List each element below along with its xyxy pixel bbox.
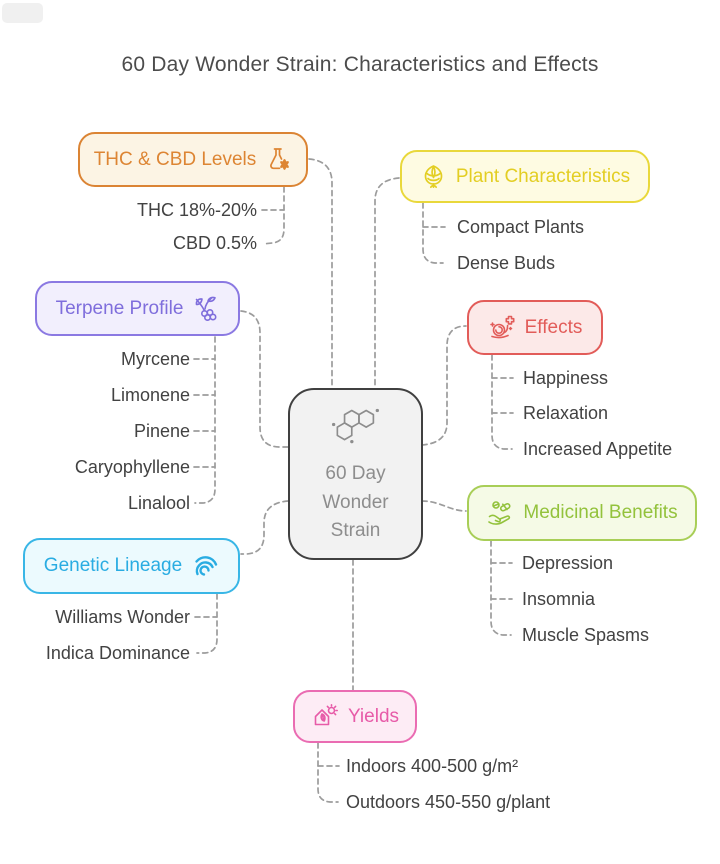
branch-node-terpene-profile: Terpene Profile	[35, 281, 240, 336]
item-depression: Depression	[522, 553, 614, 573]
connector-thc-center	[308, 158, 333, 389]
branch-node-plant-characteristics: Plant Characteristics	[400, 150, 650, 203]
connector-medicinal-center	[421, 500, 467, 512]
item-linalool: Linalool	[127, 493, 190, 513]
snail-sparkles-icon	[488, 314, 516, 342]
central-node: 60 Day Wonder Strain	[288, 388, 423, 560]
branch-label-genetic-lineage: Genetic Lineage	[43, 555, 183, 576]
flask-cannabis-icon	[265, 146, 292, 173]
molecule-icon	[330, 403, 382, 455]
connector-effects-items	[491, 354, 513, 450]
branch-label-effects: Effects	[524, 316, 583, 338]
item-happiness: Happiness	[523, 368, 609, 388]
artichoke-icon	[420, 163, 447, 190]
branch-label-yields: Yields	[347, 705, 400, 727]
connector-genetic-center	[240, 500, 289, 555]
connector-yields-items	[317, 742, 339, 803]
item-outdoor-yield: Outdoors 450-550 g/plant	[346, 792, 551, 812]
item-myrcene: Myrcene	[120, 349, 190, 369]
item-williams-wonder: Williams Wonder	[55, 607, 190, 627]
central-label-line1: 60 Day	[325, 463, 386, 484]
branch-node-medicinal-benefits: Medicinal Benefits	[467, 485, 697, 541]
connector-medicinal-items	[490, 540, 512, 636]
branch-label-thc-cbd-levels: THC & CBD Levels	[93, 148, 257, 170]
branch-label-medicinal-benefits: Medicinal Benefits	[523, 502, 678, 523]
item-indoor-yield: Indoors 400-500 g/m²	[346, 756, 519, 776]
item-relaxation: Relaxation	[523, 403, 609, 423]
connector-terpene-center	[240, 310, 289, 448]
branch-node-genetic-lineage: Genetic Lineage	[23, 538, 240, 594]
branch-label-plant-characteristics: Plant Characteristics	[455, 165, 631, 187]
hand-pills-icon	[486, 499, 514, 527]
branch-node-thc-cbd-levels: THC & CBD Levels	[78, 132, 308, 187]
item-muscle-spasms: Muscle Spasms	[522, 625, 650, 645]
connector-effects-center	[421, 325, 467, 446]
item-limonene: Limonene	[110, 385, 190, 405]
item-compact-plants: Compact Plants	[457, 217, 585, 237]
branch-node-yields: Yields	[293, 690, 417, 743]
wave-icon	[191, 552, 219, 580]
item-increased-appetite: Increased Appetite	[523, 439, 673, 459]
item-insomnia: Insomnia	[522, 589, 596, 609]
central-label-line2: Wonder	[322, 491, 389, 513]
item-cbd-level: CBD 0.5%	[172, 233, 257, 253]
connector-plant-items	[422, 202, 444, 264]
terpene-berries-icon	[192, 295, 219, 322]
page-title: 60 Day Wonder Strain: Characteristics an…	[121, 53, 599, 76]
item-caryophyllene: Caryophyllene	[74, 457, 190, 477]
item-pinene: Pinene	[133, 421, 190, 441]
greenhouse-sun-icon	[311, 703, 339, 731]
branch-node-effects: Effects	[467, 300, 603, 355]
branch-label-terpene-profile: Terpene Profile	[55, 297, 184, 319]
connector-terpene-items	[194, 336, 216, 504]
item-thc-level: THC 18%-20%	[136, 200, 257, 220]
central-label-line3: Strain	[330, 520, 381, 541]
corner-artifact	[2, 3, 43, 23]
item-indica-dominance: Indica Dominance	[45, 643, 190, 663]
connector-thc-items	[262, 186, 285, 245]
connector-genetic-items	[196, 593, 218, 654]
connector-plant-center	[374, 177, 400, 389]
item-dense-buds: Dense Buds	[457, 253, 556, 273]
